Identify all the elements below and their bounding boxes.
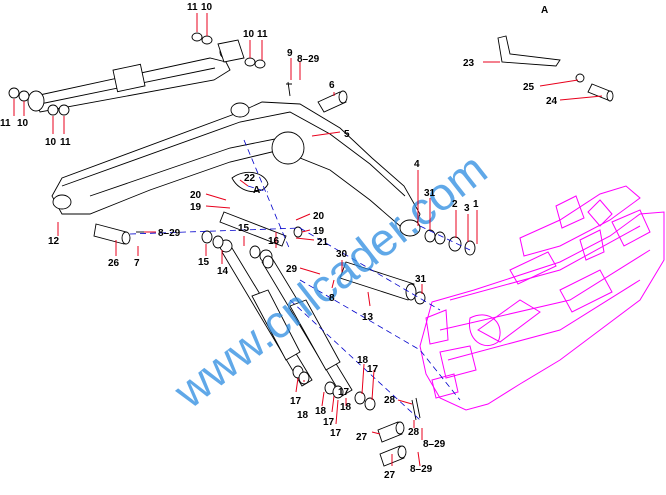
callout-label: 20 [313,211,325,222]
leader-lines [13,13,603,467]
callout-label: 20 [190,190,202,201]
detail-a-label: A [541,5,548,16]
washers-17-18 [292,365,376,411]
upper-frame [419,185,665,411]
centerlines [129,139,471,421]
callout-label: 24 [546,96,558,107]
callout-label: 17 [367,364,379,375]
callout-label: 18 [340,402,352,413]
callout-label: 18 [357,355,369,366]
callout-label: 28 [408,427,420,438]
bolts-28 [411,397,421,421]
callout-label: 8–29 [410,464,433,475]
callout-label: 29 [286,264,298,275]
callout-label: 11 [257,29,268,40]
callout-label: 4 [414,159,420,170]
pin-20 [219,211,287,247]
callout-label: 17 [323,417,335,428]
callout-label: 27 [356,432,368,443]
callout-label: 8–29 [158,228,181,239]
callout-label: 14 [217,266,229,277]
callout-label: 6 [329,80,335,91]
callout-label: 17 [330,428,342,439]
callout-labels: 11 10 10 11 9 8–29 6 5 4 31 2 3 1 11 10 … [0,2,558,481]
watermark-text: www.cnlcader.com [163,142,496,418]
callout-label: 8–29 [423,439,446,450]
callout-label: 7 [134,258,140,269]
callout-label: 15 [238,223,250,234]
callout-label: 19 [190,202,202,213]
pin-13 [339,261,417,301]
callout-label: 31 [424,188,436,199]
boom [51,101,421,237]
pin-6 [317,90,348,113]
callout-label: 27 [384,470,396,481]
callout-label: 21 [317,237,329,248]
callout-label: 18 [297,410,309,421]
callout-label: 12 [48,236,60,247]
washer-set-top [8,32,266,116]
callout-label: 30 [336,249,348,260]
callout-label: 8–29 [297,54,320,65]
callout-label: 18 [315,406,327,417]
callout-label: 28 [384,395,396,406]
callout-label: 10 [45,137,57,148]
callout-label: 22 [244,173,256,184]
callout-label: 31 [415,274,427,285]
callout-label: 11 [60,137,71,148]
pin-24 [587,83,614,102]
callout-label: 10 [201,2,213,13]
callout-label: 11 [0,118,11,129]
callout-label: 5 [344,129,350,140]
callout-label: 10 [17,118,29,129]
callout-label: 15 [198,257,210,268]
callout-label: 8 [329,293,335,304]
pin-26 [93,223,131,245]
washer-25 [575,73,585,83]
callout-label: 13 [362,312,374,323]
washers-14-15-16 [201,226,426,305]
callout-label: 25 [523,82,535,93]
callout-label: 17 [338,387,350,398]
bracket-23 [497,35,561,67]
callout-label: A [253,185,260,196]
callout-label: 19 [313,226,325,237]
callout-label: 11 [187,2,198,13]
callout-label: 9 [287,48,293,59]
callout-label: 1 [473,199,479,210]
callout-label: 23 [463,58,475,69]
arm-cylinder-left [219,239,313,387]
callout-label: 2 [452,199,458,210]
callout-label: 16 [268,236,280,247]
callout-label: 17 [290,396,302,407]
callout-label: 3 [464,203,470,214]
callout-label: 10 [243,29,255,40]
boom-cylinder [27,39,245,113]
callout-label: 26 [108,258,120,269]
